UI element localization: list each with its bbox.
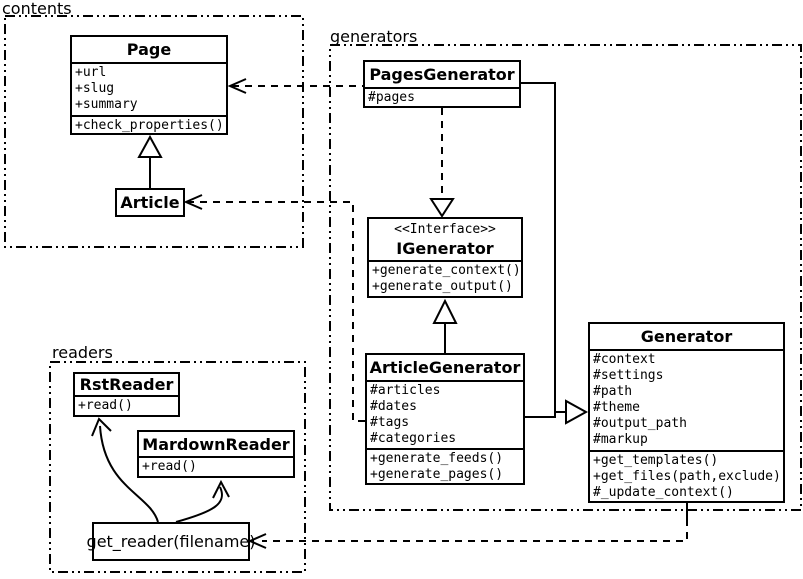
method: +read() <box>78 398 133 413</box>
package-generators-border <box>329 44 802 511</box>
class-pages-generator-title: PagesGenerator <box>369 65 515 84</box>
class-igenerator-header: <<Interface>> IGenerator <box>369 219 521 260</box>
class-generator-attributes: #context #settings #path #theme #output_… <box>590 349 783 450</box>
class-generator: Generator #context #settings #path #them… <box>588 322 785 503</box>
dependency-arrowhead-page <box>227 78 247 94</box>
attribute: +summary <box>75 97 138 112</box>
class-article-generator-title: ArticleGenerator <box>369 358 521 377</box>
realization-triangle-igenerator-top <box>429 198 455 218</box>
association-arrowhead-mardownreader <box>212 479 230 499</box>
method: +generate_pages() <box>370 467 504 482</box>
inheritance-line-articlegenerator-generator <box>525 412 556 418</box>
association-arrowhead-rstreader <box>91 417 112 437</box>
method: +generate_output() <box>372 279 513 294</box>
class-pages-generator-attributes: #pages <box>365 87 519 107</box>
class-article-title: Article <box>120 193 180 212</box>
class-igenerator: <<Interface>> IGenerator +generate_conte… <box>367 217 523 298</box>
dependency-arrowhead-getreader <box>247 533 267 549</box>
method: +check_properties() <box>75 118 224 133</box>
attribute: #dates <box>370 399 417 414</box>
attribute: #theme <box>593 400 640 415</box>
method: +get_templates() <box>593 453 719 468</box>
class-rst-reader-title: RstReader <box>79 375 174 394</box>
package-generators-label: generators <box>330 27 418 46</box>
attribute: #pages <box>368 90 415 105</box>
attribute: #context <box>593 352 656 367</box>
package-contents-border <box>4 15 304 248</box>
class-article-generator-attributes: #articles #dates #tags #categories <box>367 380 523 448</box>
class-article: Article <box>115 188 185 217</box>
inheritance-triangle-article-page <box>137 134 163 158</box>
method: +get_files(path,exclude) <box>593 469 781 484</box>
package-readers-label: readers <box>52 343 113 362</box>
class-igenerator-title: IGenerator <box>396 239 494 258</box>
class-article-generator-methods: +generate_feeds() +generate_pages() <box>367 448 523 484</box>
association-curve-getreader-rstreader <box>99 425 159 523</box>
association-curve-getreader-mardownreader <box>175 486 223 523</box>
class-page-title: Page <box>126 40 172 59</box>
class-article-generator: ArticleGenerator #articles #dates #tags … <box>365 353 525 485</box>
attribute: #articles <box>370 383 441 398</box>
method: #_update_context() <box>593 485 734 500</box>
class-mardown-reader: MardownReader +read() <box>137 430 295 478</box>
class-mardown-reader-title: MardownReader <box>142 434 290 454</box>
attribute: +url <box>75 65 107 80</box>
class-generator-title: Generator <box>640 327 733 346</box>
package-readers-border <box>49 361 306 573</box>
class-pages-generator: PagesGenerator #pages <box>363 60 521 108</box>
attribute: #settings <box>593 368 664 383</box>
class-rst-reader: RstReader +read() <box>73 372 180 417</box>
method: +generate_feeds() <box>370 451 504 466</box>
class-mardown-reader-methods: +read() <box>139 456 293 476</box>
class-igenerator-methods: +generate_context() +generate_output() <box>369 260 521 296</box>
function-get-reader: get_reader(filename) <box>87 522 255 561</box>
method: +read() <box>142 459 197 474</box>
dependency-arrowhead-article <box>183 194 203 210</box>
class-page-methods: +check_properties() <box>72 115 226 135</box>
attribute: #tags <box>370 415 410 430</box>
dependency-line-generator-getreader <box>262 519 688 542</box>
inheritance-triangle-igenerator-bottom <box>432 298 458 324</box>
attribute: #path <box>593 384 633 399</box>
attribute: #output_path <box>593 416 687 431</box>
inheritance-triangle-generator <box>565 399 589 425</box>
class-generator-methods: +get_templates() +get_files(path,exclude… <box>590 450 783 502</box>
attribute: #categories <box>370 431 457 446</box>
dependency-line-articlegenerator-article <box>188 201 365 422</box>
class-page-attributes: +url +slug +summary <box>72 62 226 115</box>
class-igenerator-stereotype: <<Interface>> <box>394 222 496 237</box>
package-contents-label: contents <box>2 0 72 18</box>
attribute: +slug <box>75 81 115 96</box>
method: +generate_context() <box>372 263 521 278</box>
class-rst-reader-methods: +read() <box>75 395 178 415</box>
inheritance-line-pagesgenerator-generator <box>521 82 566 413</box>
attribute: #markup <box>593 432 648 447</box>
class-page: Page +url +slug +summary +check_properti… <box>70 35 228 135</box>
